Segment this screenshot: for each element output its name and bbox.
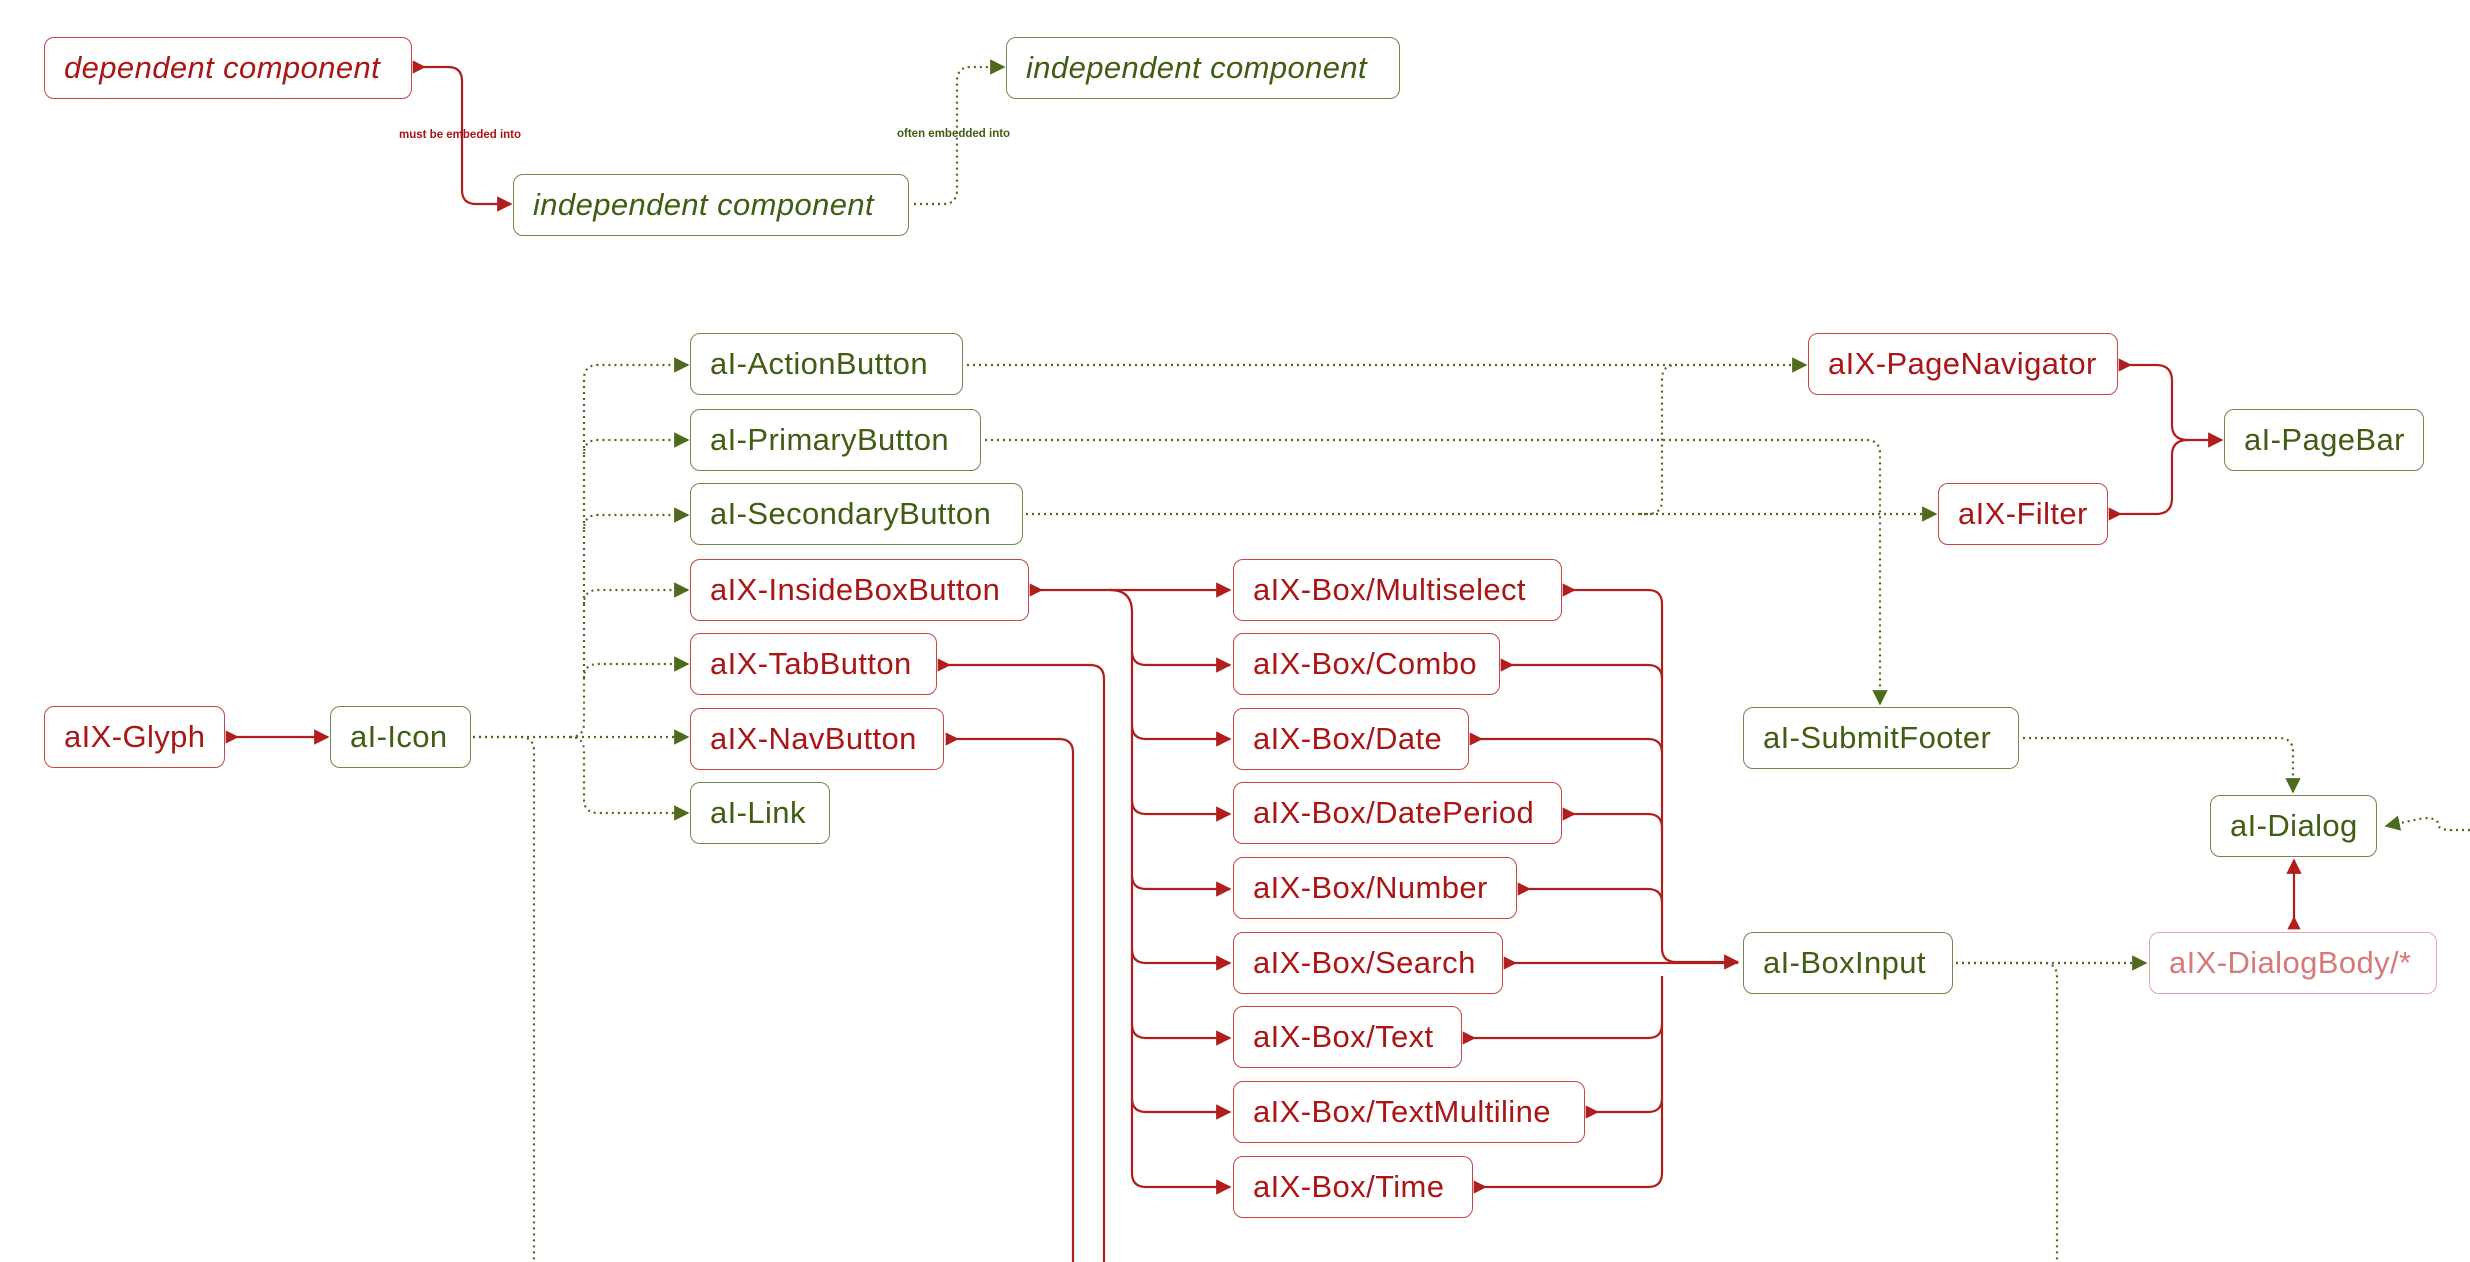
node-box-number: aIX-Box/Number bbox=[1233, 857, 1517, 919]
node-box-input: aI-BoxInput bbox=[1743, 932, 1953, 994]
legend-dependent-node: dependent component bbox=[44, 37, 412, 99]
edge-filter-pagebar bbox=[2108, 438, 2189, 521]
node-box-dateperiod: aIX-Box/DatePeriod bbox=[1233, 782, 1562, 844]
node-primary-button: aI-PrimaryButton bbox=[690, 409, 981, 471]
node-box-search: aIX-Box/Search bbox=[1233, 932, 1503, 994]
edge-textmultiline-boxinput bbox=[1585, 1097, 1664, 1119]
node-link: aI-Link bbox=[690, 782, 830, 844]
edge-navbutton-down bbox=[945, 732, 1075, 1262]
node-icon: aI-Icon bbox=[330, 706, 471, 768]
node-page-bar: aI-PageBar bbox=[2224, 409, 2424, 471]
edge-time-boxinput bbox=[1473, 976, 1664, 1194]
edge-tabbutton-down bbox=[937, 658, 1106, 1262]
node-box-textmultiline: aIX-Box/TextMultiline bbox=[1233, 1081, 1585, 1143]
node-box-time: aIX-Box/Time bbox=[1233, 1156, 1473, 1218]
edge-icon-insidebox bbox=[582, 582, 690, 678]
edge-icon-primary bbox=[582, 432, 690, 529]
node-filter: aIX-Filter bbox=[1938, 483, 2108, 545]
edge-icon-link bbox=[473, 735, 690, 821]
edge-multiselect-boxinput bbox=[1562, 583, 1740, 970]
legend-often-label: often embedded into bbox=[897, 128, 1011, 140]
edge-insidebox-combo bbox=[1109, 588, 1232, 673]
node-dialog: aI-Dialog bbox=[2210, 795, 2377, 857]
edge-dateperiod-boxinput bbox=[1562, 807, 1664, 829]
node-inside-box-button: aIX-InsideBoxButton bbox=[690, 559, 1029, 621]
node-glyph: aIX-Glyph bbox=[44, 706, 225, 768]
node-page-navigator: aIX-PageNavigator bbox=[1808, 333, 2118, 395]
node-box-combo: aIX-Box/Combo bbox=[1233, 633, 1500, 695]
independent-edges bbox=[473, 357, 2470, 1262]
node-action-button: aI-ActionButton bbox=[690, 333, 963, 395]
edge-text-boxinput bbox=[1462, 1023, 1664, 1045]
edge-submitfooter-dialog bbox=[2023, 736, 2301, 794]
node-tab-button: aIX-TabButton bbox=[690, 633, 937, 695]
edge-secondary-pagenavigator bbox=[1640, 363, 1677, 516]
edge-offscreen-dialog bbox=[2384, 815, 2470, 832]
edge-icon-tabbutton bbox=[569, 656, 690, 739]
node-box-text: aIX-Box/Text bbox=[1233, 1006, 1462, 1068]
node-box-date: aIX-Box/Date bbox=[1233, 708, 1469, 770]
edge-pagenavigator-pagebar bbox=[2118, 358, 2224, 448]
edge-legend-must bbox=[412, 60, 513, 212]
edge-number-boxinput bbox=[1517, 882, 1664, 904]
node-submit-footer: aI-SubmitFooter bbox=[1743, 707, 2019, 769]
node-dialog-body: aIX-DialogBody/* bbox=[2149, 932, 2437, 994]
legend-independent-target-node: independent component bbox=[1006, 37, 1400, 99]
node-secondary-button: aI-SecondaryButton bbox=[690, 483, 1023, 545]
edge-insidebox-time bbox=[1130, 1098, 1232, 1195]
edge-boxinput-down bbox=[1956, 961, 2059, 1262]
edge-icon-action bbox=[582, 357, 690, 454]
edge-icon-secondary bbox=[582, 507, 690, 604]
edge-date-boxinput bbox=[1469, 732, 1664, 754]
legend-must-label: must be embeded into bbox=[399, 129, 522, 141]
node-nav-button: aIX-NavButton bbox=[690, 708, 944, 770]
legend-edges bbox=[412, 59, 1006, 212]
legend-independent-source-node: independent component bbox=[513, 174, 909, 236]
edge-combo-boxinput bbox=[1500, 658, 1664, 680]
dependent-edges bbox=[225, 358, 2302, 1262]
node-box-multiselect: aIX-Box/Multiselect bbox=[1233, 559, 1562, 621]
edge-icon-down bbox=[473, 735, 536, 1262]
